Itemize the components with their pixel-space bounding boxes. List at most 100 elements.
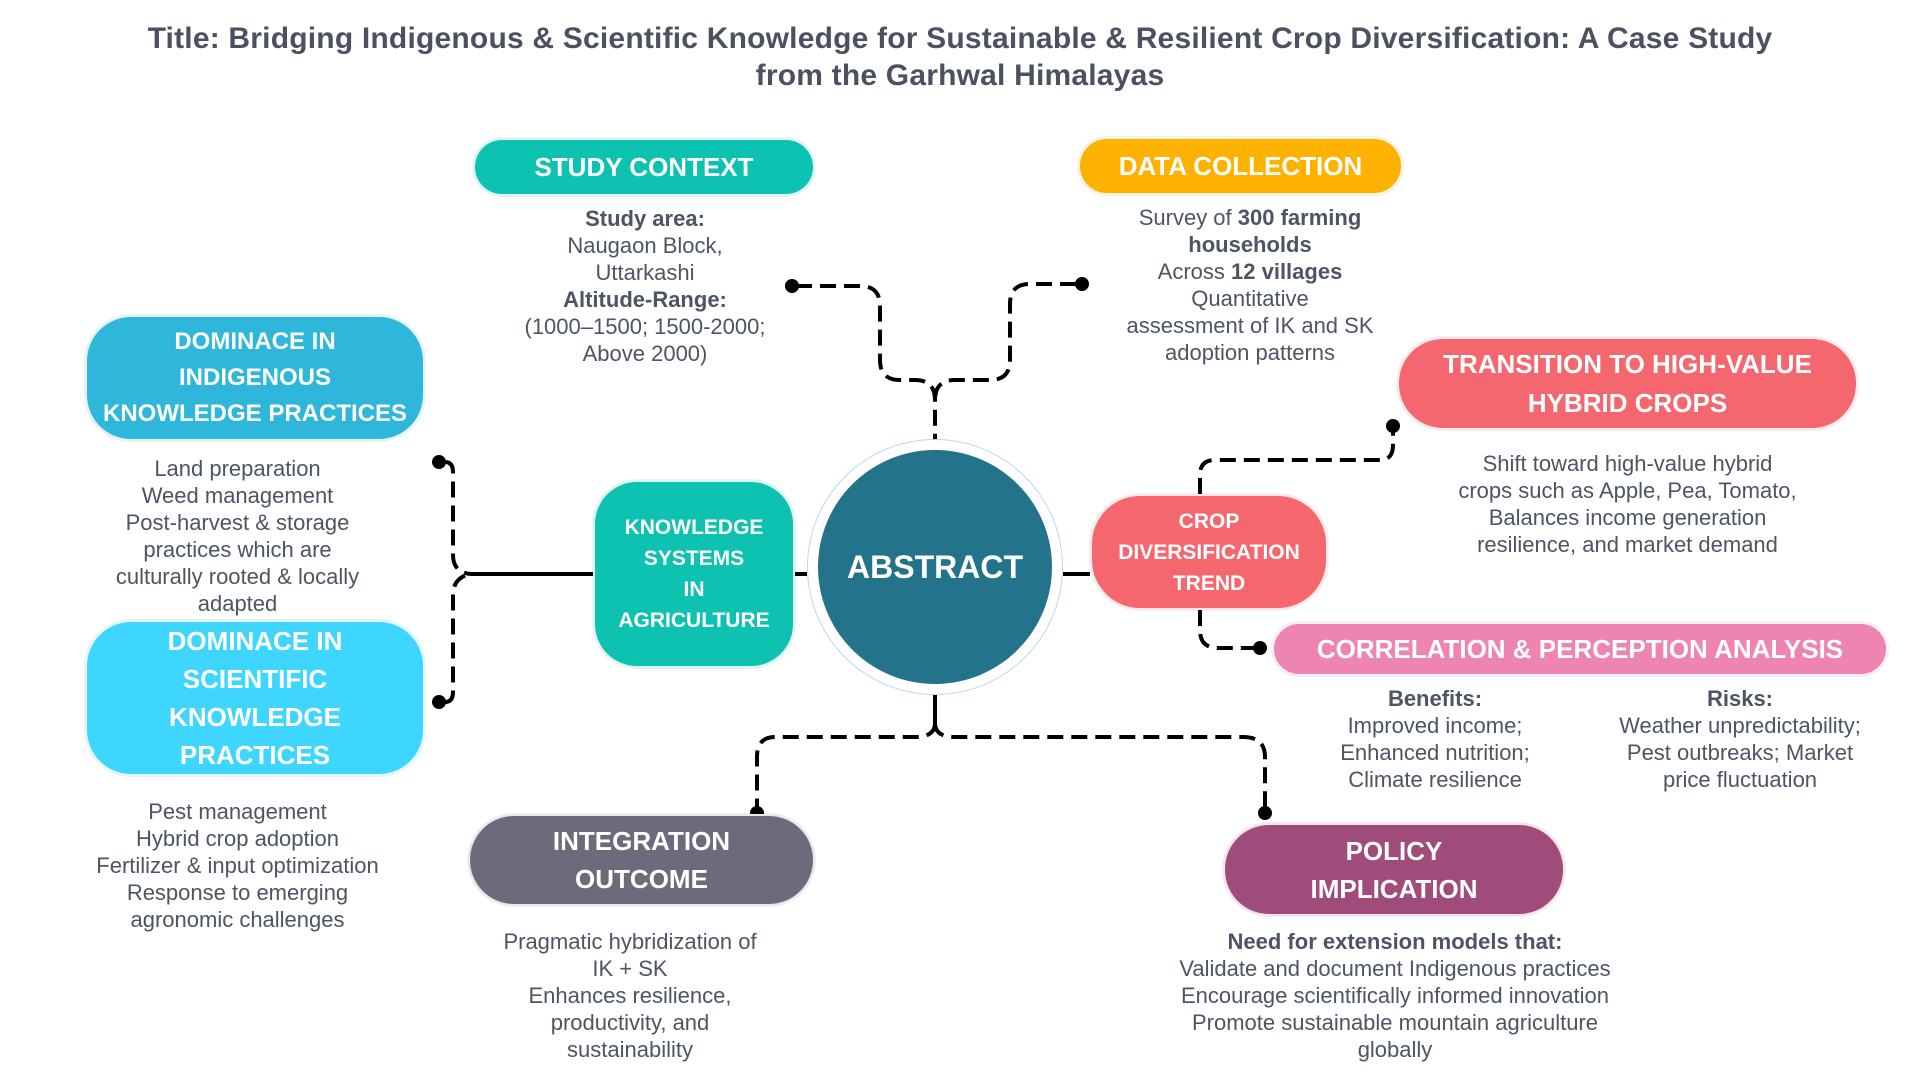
scientific-label-line: DOMINACE IN [167, 626, 343, 656]
integration-label-line: OUTCOME [575, 864, 708, 894]
list-item: Pragmatic hybridization of [503, 929, 757, 954]
crop-label-line: TREND [1172, 571, 1246, 595]
altitude-heading: Altitude-Range: [563, 287, 727, 312]
integration-outcome-pill[interactable]: INTEGRATION OUTCOME [468, 814, 815, 906]
benefits-heading: Benefits: [1387, 686, 1483, 711]
knowledge-label-line: SYSTEMS [643, 547, 745, 570]
title-line-1: Title: Bridging Indigenous & Scientific … [147, 22, 1773, 55]
list-item: price fluctuation [1662, 767, 1818, 792]
risks-heading: Risks: [1706, 686, 1774, 711]
list-item: adapted [197, 591, 278, 616]
villages-prefix: Across [1157, 259, 1232, 284]
abstract-node[interactable]: ABSTRACT [818, 450, 1052, 684]
scientific-label-line: PRACTICES [179, 740, 331, 770]
study-area-line: Naugaon Block, [567, 233, 723, 258]
policy-heading: Need for extension models that: [1227, 929, 1563, 954]
list-item: IK + SK [592, 956, 668, 981]
transition-text: Shift toward high-value hybrid crops suc… [1420, 450, 1835, 558]
data-collection-line: assessment of IK and SK [1126, 313, 1374, 338]
connector-correlation [1198, 610, 1256, 650]
study-area-heading: Study area: [585, 206, 705, 231]
title-line-2: from the Garhwal Himalayas [755, 59, 1165, 92]
list-item: Weed management [141, 483, 334, 508]
list-item: Promote sustainable mountain agriculture [1191, 1010, 1598, 1035]
list-item: Pest outbreaks; Market [1626, 740, 1854, 765]
data-collection-label: DATA COLLECTION [1118, 150, 1363, 181]
connector-indigenous [444, 460, 471, 576]
policy-implication-pill[interactable]: POLICY IMPLICATION [1223, 823, 1565, 916]
villages-count: 12 villages [1231, 259, 1343, 284]
altitude-line: (1000–1500; 1500-2000; [524, 314, 766, 339]
crop-diversification-box[interactable]: CROP DIVERSIFICATION TREND [1090, 494, 1328, 610]
list-item: Shift toward high-value hybrid [1482, 451, 1773, 476]
list-item: Fertilizer & input optimization [96, 853, 379, 878]
scientific-practices-pill[interactable]: DOMINACE IN SCIENTIFIC KNOWLEDGE PRACTIC… [85, 620, 425, 776]
knowledge-systems-box[interactable]: KNOWLEDGE SYSTEMS IN AGRICULTURE [593, 480, 795, 668]
connector-policy [933, 722, 1267, 812]
connector-study-context [796, 284, 937, 440]
list-item: Validate and document Indigenous practic… [1179, 956, 1611, 981]
list-item: Improved income; [1347, 713, 1523, 738]
scientific-practices-list: Pest management Hybrid crop adoption Fer… [55, 798, 420, 933]
list-item: Land preparation [154, 456, 321, 481]
list-item: Response to emerging [126, 880, 349, 905]
connector-scientific [444, 572, 471, 704]
data-collection-text: Survey of 300 farming households Across … [1090, 204, 1410, 366]
policy-label-line: IMPLICATION [1310, 873, 1478, 904]
list-item: Enhances resilience, [528, 983, 732, 1008]
study-context-label: STUDY CONTEXT [534, 151, 754, 182]
list-item: sustainability [567, 1037, 693, 1062]
list-item: crops such as Apple, Pea, Tomato, [1458, 478, 1797, 503]
correlation-pill[interactable]: CORRELATION & PERCEPTION ANALYSIS [1272, 622, 1888, 676]
study-area-line: Uttarkashi [595, 260, 695, 285]
list-item: Post-harvest & storage [125, 510, 350, 535]
altitude-line: Above 2000) [582, 341, 708, 366]
list-item: culturally rooted & locally [115, 564, 360, 589]
integration-label-line: INTEGRATION [552, 826, 731, 856]
crop-label-line: DIVERSIFICATION [1118, 540, 1300, 564]
policy-text: Need for extension models that: Validate… [1120, 928, 1670, 1063]
survey-count: 300 farming [1237, 205, 1362, 230]
indigenous-label-line: DOMINACE IN [174, 328, 336, 355]
list-item: Weather unpredictability; [1619, 713, 1861, 738]
list-item: Climate resilience [1348, 767, 1522, 792]
list-item: Hybrid crop adoption [135, 826, 339, 851]
list-item: productivity, and [550, 1010, 710, 1035]
survey-prefix: Survey of [1138, 205, 1238, 230]
study-context-pill[interactable]: STUDY CONTEXT [473, 138, 815, 196]
list-item: resilience, and market demand [1477, 532, 1778, 557]
connector-dot [432, 455, 446, 469]
policy-label-line: POLICY [1345, 835, 1443, 866]
connector-dot [1386, 419, 1400, 433]
connector-transition [1198, 430, 1395, 494]
list-item: Enhanced nutrition; [1340, 740, 1530, 765]
abstract-label: ABSTRACT [847, 548, 1023, 585]
list-item: Balances income generation [1488, 505, 1767, 530]
transition-label-line: HYBRID CROPS [1527, 387, 1728, 418]
survey-households: households [1188, 232, 1312, 257]
data-collection-pill[interactable]: DATA COLLECTION [1078, 137, 1403, 195]
indigenous-label-line: INDIGENOUS [178, 364, 331, 391]
connector-dot [1258, 806, 1272, 820]
correlation-label: CORRELATION & PERCEPTION ANALYSIS [1316, 633, 1844, 664]
data-collection-line: adoption patterns [1164, 340, 1336, 365]
knowledge-label-line: IN [683, 578, 705, 601]
list-item: globally [1357, 1037, 1433, 1062]
indigenous-practices-list: Land preparation Weed management Post-ha… [80, 455, 395, 617]
list-item: Encourage scientifically informed innova… [1180, 983, 1609, 1008]
correlation-risks: Risks: Weather unpredictability; Pest ou… [1580, 685, 1900, 793]
transition-pill[interactable]: TRANSITION TO HIGH-VALUE HYBRID CROPS [1397, 337, 1858, 430]
connector-data-collection [933, 282, 1076, 401]
knowledge-label-line: KNOWLEDGE [624, 516, 764, 539]
integration-text: Pragmatic hybridization of IK + SK Enhan… [470, 928, 790, 1063]
indigenous-label-line: KNOWLEDGE PRACTICES [102, 400, 407, 427]
scientific-label-line: SCIENTIFIC [182, 664, 328, 694]
correlation-benefits: Benefits: Improved income; Enhanced nutr… [1300, 685, 1570, 793]
list-item: practices which are [143, 537, 332, 562]
connector-dot [432, 695, 446, 709]
connector-dot [1075, 277, 1089, 291]
knowledge-label-line: AGRICULTURE [618, 609, 770, 632]
list-item: Pest management [148, 799, 327, 824]
indigenous-practices-pill[interactable]: DOMINACE IN INDIGENOUS KNOWLEDGE PRACTIC… [85, 315, 425, 441]
connector-integration [755, 722, 937, 812]
